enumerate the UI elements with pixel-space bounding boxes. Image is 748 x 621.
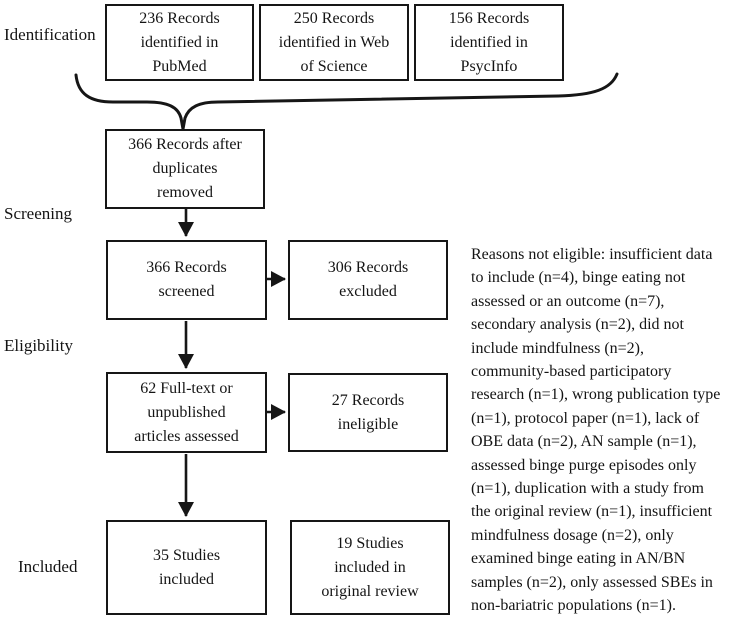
stage-label-identification: Identification xyxy=(4,25,96,44)
reasons-not-eligible-note: Reasons not eligible: insufficient data … xyxy=(471,246,721,615)
stage-label-included: Included xyxy=(18,557,78,576)
stage-label-screening: Screening xyxy=(4,204,72,223)
box-studies-original-review-text: 19 Studies included in original review xyxy=(321,534,419,600)
box-after-duplicates-removed-text: 366 Records after duplicates removed xyxy=(128,136,242,201)
box-records-screened-text: 366 Records screened xyxy=(146,259,227,300)
box-records-pubmed-text: 236 Records identified in PubMed xyxy=(139,9,220,75)
box-records-excluded: 306 Records excluded xyxy=(288,240,448,320)
box-fulltext-assessed: 62 Full-text or unpublished articles ass… xyxy=(106,372,267,453)
box-studies-original-review: 19 Studies included in original review xyxy=(290,520,450,615)
box-records-psycinfo: 156 Records identified in PsycInfo xyxy=(414,4,564,81)
box-records-screened: 366 Records screened xyxy=(106,240,267,320)
merge-brace-shape xyxy=(74,72,619,131)
stage-label-eligibility: Eligibility xyxy=(4,336,73,355)
box-records-web-of-science: 250 Records identified in Web of Science xyxy=(259,4,409,81)
box-records-pubmed: 236 Records identified in PubMed xyxy=(105,4,254,81)
box-fulltext-assessed-text: 62 Full-text or unpublished articles ass… xyxy=(134,379,239,445)
box-records-ineligible: 27 Records ineligible xyxy=(288,373,448,452)
box-records-ineligible-text: 27 Records ineligible xyxy=(331,391,405,433)
box-records-psycinfo-text: 156 Records identified in PsycInfo xyxy=(448,9,530,75)
box-records-web-of-science-text: 250 Records identified in Web of Science xyxy=(278,9,390,75)
box-studies-included-text: 35 Studies included xyxy=(152,546,221,588)
box-studies-included: 35 Studies included xyxy=(106,520,267,615)
box-records-excluded-text: 306 Records excluded xyxy=(327,259,409,300)
box-after-duplicates-removed: 366 Records after duplicates removed xyxy=(105,129,265,209)
